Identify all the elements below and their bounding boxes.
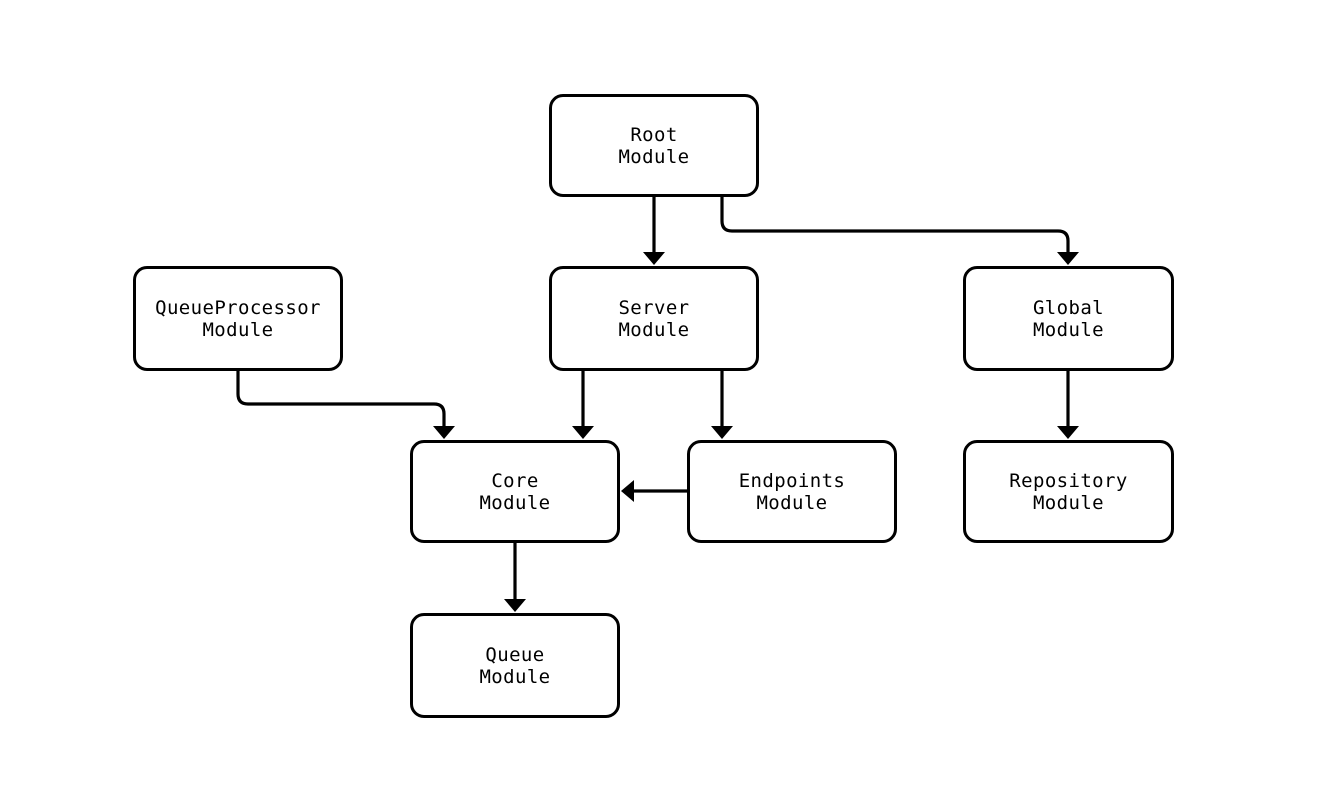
edge-server-to-endpoints — [711, 371, 733, 439]
edge-root-to-server — [643, 197, 665, 265]
edge-root-to-global — [720, 197, 1079, 265]
edge-global-to-repository-arrowhead — [1057, 426, 1079, 439]
queue-module-node-label-line2: Module — [479, 665, 551, 688]
global-module-node-label-line2: Module — [1032, 318, 1105, 341]
edge-server-to-core — [572, 371, 594, 439]
edge-root-to-global-arrowhead — [1057, 252, 1079, 265]
repository-module-node-label-line1: Repository — [1009, 469, 1128, 492]
queue-module-node-label-line1: Queue — [485, 643, 545, 666]
edge-core-to-queue — [504, 543, 526, 612]
queueprocessor-module-node-label-line1: QueueProcessor — [155, 296, 321, 319]
edge-endpoints-to-core — [621, 480, 687, 502]
core-module-node-label-line1: Core — [491, 469, 539, 492]
edge-queueprocessor-to-core-line — [236, 371, 446, 431]
server-module-node-label-line2: Module — [618, 318, 690, 341]
root-module-node-label-line1: Root — [630, 123, 678, 146]
edge-endpoints-to-core-arrowhead — [621, 480, 634, 502]
queueprocessor-module-node-label-line2: Module — [202, 318, 274, 341]
edge-server-to-core-arrowhead — [572, 426, 594, 439]
edge-root-to-global-line — [720, 197, 1070, 257]
server-module-node-label-line1: Server — [618, 296, 690, 319]
edge-queueprocessor-to-core-arrowhead — [433, 426, 455, 439]
edge-queueprocessor-to-core — [236, 371, 455, 439]
repository-module-node-label-line2: Module — [1032, 491, 1105, 514]
edge-server-to-endpoints-arrowhead — [711, 426, 733, 439]
edge-root-to-server-arrowhead — [643, 252, 665, 265]
core-module-node-label-line2: Module — [479, 491, 551, 514]
edge-global-to-repository — [1057, 371, 1079, 439]
endpoints-module-node-label-line2: Module — [756, 491, 828, 514]
endpoints-module-node-label-line1: Endpoints — [738, 469, 846, 492]
root-module-node-label-line2: Module — [618, 145, 690, 168]
global-module-node-label-line1: Global — [1032, 296, 1105, 319]
edge-core-to-queue-arrowhead — [504, 599, 526, 612]
